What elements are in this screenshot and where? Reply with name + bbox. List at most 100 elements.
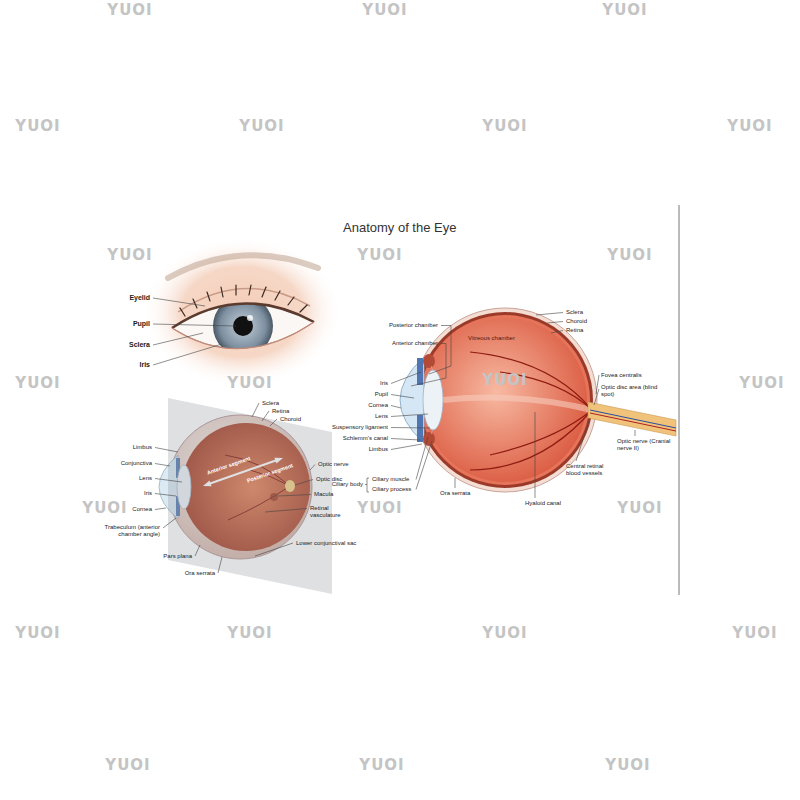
cross-section-eye-illustration <box>590 413 676 431</box>
part-label: Lens <box>139 475 152 482</box>
leader-line <box>155 479 182 483</box>
leader-line <box>310 465 315 471</box>
part-label: Optic nerve <box>318 461 349 468</box>
cross-section-eye-illustration <box>431 366 433 434</box>
part-label: Iris <box>380 380 388 387</box>
watermark: YUOI <box>595 247 665 264</box>
part-label: Sclera <box>129 341 150 349</box>
cross-section-eye-illustration <box>470 352 592 470</box>
leader-line <box>155 494 176 497</box>
cross-section-eye-illustration <box>470 410 592 470</box>
watermark: YUOI <box>215 625 285 642</box>
part-label: Retina <box>272 408 289 415</box>
leader-line <box>270 419 277 426</box>
part-label: Ciliary process <box>372 486 411 493</box>
leader-line <box>536 313 563 316</box>
part-label: Retina <box>566 327 583 334</box>
leader-line <box>252 403 259 417</box>
front-eye-illustration <box>142 237 342 387</box>
front-eye-illustration <box>275 291 280 300</box>
leader-line <box>155 448 178 453</box>
watermark: YUOI <box>345 500 415 517</box>
sectioned-eye-illustration <box>159 398 332 594</box>
front-eye-illustration <box>235 285 236 295</box>
leader-line <box>391 414 428 417</box>
leader-line <box>153 298 635 573</box>
sectioned-eye-illustration <box>168 398 332 594</box>
part-label: Cornea <box>132 506 152 513</box>
front-eye-illustration <box>221 287 223 297</box>
part-label: Pupil <box>375 391 388 398</box>
watermark: YUOI <box>95 2 165 19</box>
watermark: YUOI <box>350 2 420 19</box>
part-label: Central retinal blood vessels <box>566 463 614 477</box>
part-label: Trabeculum (anterior chamber angle) <box>88 524 160 538</box>
diagram-title: Anatomy of the Eye <box>343 220 456 236</box>
watermark: YUOI <box>3 118 73 135</box>
front-eye-illustration <box>300 305 307 312</box>
watermark: YUOI <box>593 757 663 774</box>
part-label: Choroid <box>566 318 587 325</box>
part-label: Limbus <box>369 446 388 453</box>
front-eye-illustration <box>168 255 318 278</box>
part-label: Sclera <box>262 400 279 407</box>
part-label: Lower conjunctival sac <box>296 540 356 547</box>
leader-line <box>153 324 236 326</box>
leader-line <box>153 333 203 345</box>
cross-section-eye-illustration <box>417 312 593 488</box>
part-label: Pars plana <box>163 553 192 560</box>
cross-section-eye-illustration <box>490 410 592 455</box>
watermark: YUOI <box>3 375 73 392</box>
front-eye-illustration <box>180 308 185 316</box>
watermark: YUOI <box>727 375 797 392</box>
part-label: Suspensory ligament <box>332 424 388 431</box>
part-label: Lens <box>375 413 388 420</box>
leader-line <box>391 439 420 441</box>
cross-section-eye-illustration <box>423 354 435 368</box>
watermark: YUOI <box>3 625 73 642</box>
watermark: YUOI <box>470 118 540 135</box>
leader-line <box>163 518 176 528</box>
front-eye-illustration <box>180 285 307 316</box>
part-label: Eyelid <box>129 294 150 302</box>
part-label: Macula <box>314 491 333 498</box>
part-label: Retinal vasculature <box>310 505 352 519</box>
leader-line <box>391 395 414 399</box>
watermark: YUOI <box>715 118 785 135</box>
part-label: Choroid <box>280 416 301 423</box>
watermark: YUOI <box>590 2 660 19</box>
cross-section-eye-illustration <box>400 205 679 595</box>
part-label: Ora serrata <box>440 490 470 497</box>
leader-line <box>365 478 369 492</box>
leader-line <box>391 372 421 384</box>
watermark: YUOI <box>720 625 790 642</box>
leader-line <box>153 298 205 306</box>
leader-line <box>547 322 563 324</box>
leader-line <box>155 508 166 510</box>
watermark: YUOI <box>93 757 163 774</box>
watermark: YUOI <box>345 247 415 264</box>
part-label: Limbus <box>133 444 152 451</box>
leader-line <box>551 331 563 334</box>
leader-line <box>391 427 430 429</box>
part-label: Optic disc area (blind spot) <box>601 384 661 398</box>
front-eye-illustration <box>207 292 210 301</box>
front-eye-illustration <box>142 237 342 387</box>
part-label: Vitreous chamber <box>468 335 515 342</box>
part-label: Pupil <box>133 320 150 328</box>
front-eye-illustration <box>247 315 253 321</box>
leader-line <box>411 344 446 387</box>
watermark: YUOI <box>605 500 675 517</box>
front-eye-illustration <box>193 299 197 308</box>
watermark: YUOI <box>70 500 140 517</box>
part-label: Schlemm's canal <box>343 435 388 442</box>
leader-line <box>596 375 599 394</box>
cross-section-eye-illustration <box>588 402 676 436</box>
part-label: Fovea centralis <box>601 372 642 379</box>
leader-line <box>391 406 401 409</box>
watermark: YUOI <box>347 757 417 774</box>
front-eye-illustration <box>172 303 314 328</box>
watermark: YUOI <box>227 118 297 135</box>
